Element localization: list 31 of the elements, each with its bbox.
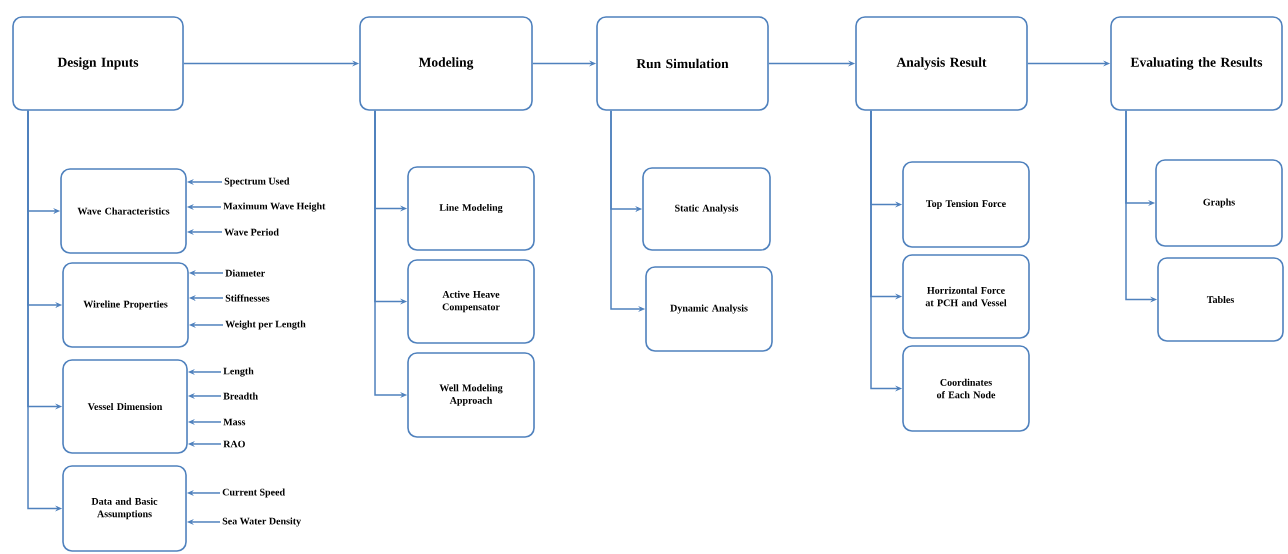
process-box: Tables xyxy=(1157,257,1284,342)
process-box: Top Tension Force xyxy=(902,161,1030,248)
input-label: Diameter xyxy=(225,269,265,277)
input-label: Sea Water Density xyxy=(222,517,301,527)
process-box: Evaluating the Results xyxy=(1110,16,1283,111)
input-label: Spectrum Used xyxy=(224,177,290,187)
process-box: Static Analysis xyxy=(642,167,771,251)
process-box: Vessel Dimension xyxy=(62,359,188,454)
input-label: Wave Period xyxy=(224,228,279,236)
input-label: Breadth xyxy=(223,392,258,400)
process-box: Coordinates of Each Node xyxy=(902,345,1030,432)
input-label: Maximum Wave Height xyxy=(223,202,326,212)
process-box: Horrizontal Force at PCH and Vessel xyxy=(902,254,1030,339)
process-box: Modeling xyxy=(359,16,533,111)
input-label: Length xyxy=(223,367,254,377)
input-label: Weight per Length xyxy=(225,320,306,330)
input-label: Current Speed xyxy=(222,488,285,498)
input-label: Stiffnesses xyxy=(225,294,270,302)
process-box: Wireline Properties xyxy=(62,262,189,348)
process-box: Design Inputs xyxy=(12,16,184,111)
process-box: Well Modeling Approach xyxy=(407,352,535,438)
input-label: RAO xyxy=(223,440,245,448)
process-box: Data and Basic Assumptions xyxy=(62,465,187,552)
input-label: Mass xyxy=(223,418,246,426)
process-box: Dynamic Analysis xyxy=(645,266,773,352)
process-box: Line Modeling xyxy=(407,166,535,251)
process-box: Wave Characteristics xyxy=(60,168,187,254)
process-box: Run Simulation xyxy=(596,16,769,111)
process-box: Active Heave Compensator xyxy=(407,259,535,344)
process-box: Graphs xyxy=(1155,159,1283,247)
process-box: Analysis Result xyxy=(855,16,1028,111)
